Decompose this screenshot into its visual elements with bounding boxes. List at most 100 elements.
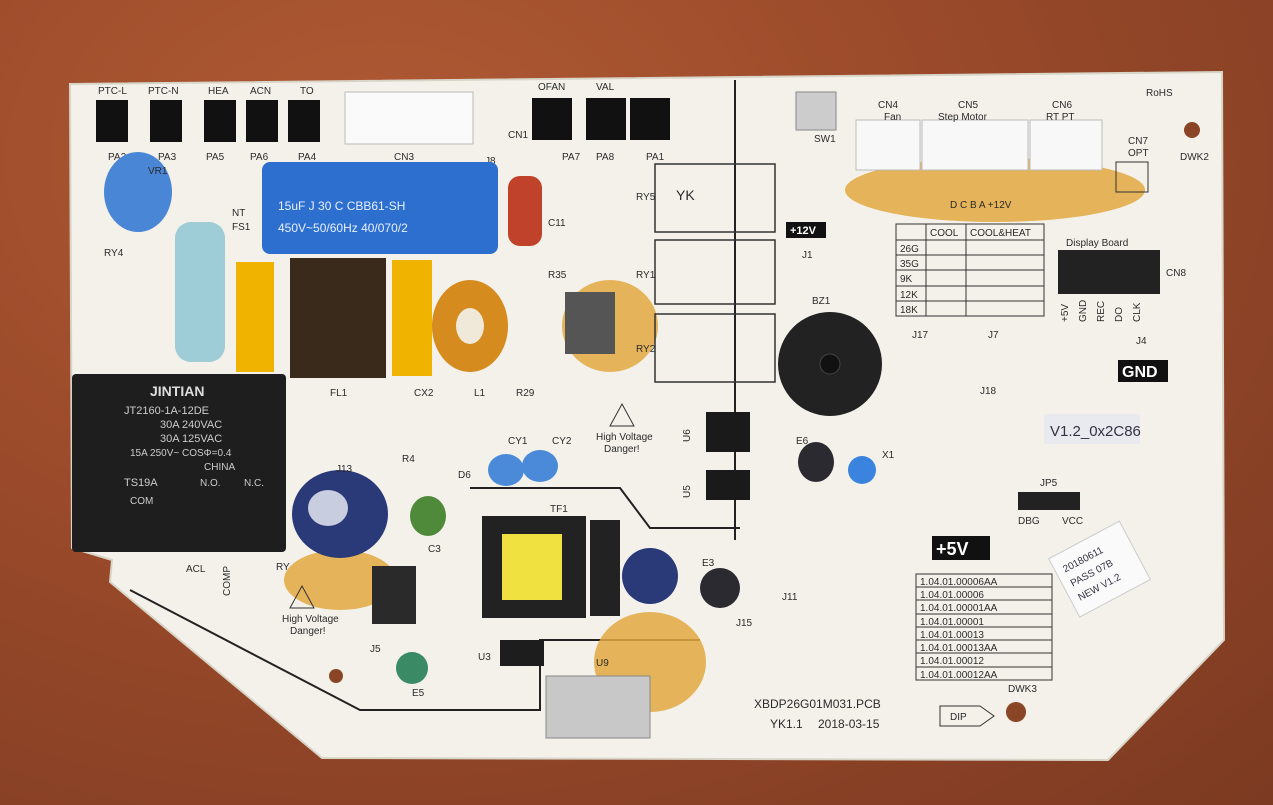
mosfet: [372, 566, 416, 624]
label-dbg: DBG: [1018, 516, 1040, 527]
label-ofan: OFAN: [538, 82, 565, 93]
label-sw1: SW1: [814, 134, 836, 145]
red-capacitor: [508, 176, 542, 246]
label-e3: E3: [702, 558, 715, 569]
label-nt: NT: [232, 208, 245, 219]
label-ptc-n: PTC-N: [148, 86, 179, 97]
config-header-coolheat: COOL&HEAT: [970, 228, 1031, 239]
pcb-revision: YK1.1: [770, 717, 803, 731]
label-d6: D6: [458, 470, 471, 481]
label-r29: R29: [516, 388, 535, 399]
cn8-pin-clk: CLK: [1132, 302, 1143, 322]
label-pa2: PA2: [108, 152, 127, 163]
label-ry4: RY4: [104, 248, 124, 259]
label-u3: U3: [478, 652, 491, 663]
label-jp5: JP5: [1040, 478, 1058, 489]
fuse: [175, 222, 225, 362]
config-row-12k: 12K: [900, 290, 918, 301]
label-yk: YK: [676, 187, 695, 203]
label-cx2: CX2: [414, 388, 434, 399]
relay-no: N.O.: [200, 478, 221, 489]
part-row-8: 1.04.01.00012AA: [920, 670, 998, 681]
label-e6: E6: [796, 436, 809, 447]
label-cy2: CY2: [552, 436, 572, 447]
label-acl: ACL: [186, 564, 206, 575]
label-pa6: PA6: [250, 152, 269, 163]
label-c3: C3: [428, 544, 441, 555]
label-j15: J15: [736, 618, 753, 629]
label-j7: J7: [988, 330, 999, 341]
cn8-connector: [1058, 250, 1160, 294]
label-comp: COMP: [222, 566, 233, 596]
label-j1: J1: [802, 250, 813, 261]
pcb-name: XBDP26G01M031.PCB: [754, 697, 881, 711]
capacitor-e6: [798, 442, 834, 482]
relay-outlines: [654, 163, 776, 383]
relay-code: TS19A: [124, 477, 158, 489]
part-row-6: 1.04.01.00013AA: [920, 643, 998, 654]
trace-line: [470, 487, 740, 529]
label-ry2: RY2: [636, 344, 656, 355]
part-row-4: 1.04.01.00001: [920, 617, 984, 628]
qc-sticker: 20180611 PASS 07B NEW V1.2: [1048, 520, 1152, 618]
label-vcc: VCC: [1062, 516, 1083, 527]
label-dip: DIP: [950, 712, 967, 723]
label-fs1: FS1: [232, 222, 251, 233]
relay-nc: N.C.: [244, 478, 264, 489]
optocoupler-u6: [706, 412, 750, 452]
label-u6: U6: [682, 429, 693, 442]
label-fl1: FL1: [330, 388, 348, 399]
part-row-3: 1.04.01.00001AA: [920, 603, 998, 614]
y-capacitor-1: [488, 454, 524, 486]
label-fan: Fan: [884, 112, 901, 123]
y-capacitor-2: [522, 450, 558, 482]
label-acn: ACN: [250, 86, 271, 97]
config-row-26g: 26G: [900, 244, 919, 255]
part-row-1: 1.04.01.00006AA: [920, 577, 998, 588]
label-j17: J17: [912, 330, 929, 341]
label-cn3: CN3: [394, 152, 414, 163]
label-vr1: VR1: [148, 166, 168, 177]
label-step-motor: Step Motor: [938, 112, 988, 123]
relay-com: COM: [130, 496, 153, 507]
mounting-holes: [329, 122, 1200, 722]
config-header-cool: COOL: [930, 228, 959, 239]
label-j11: J11: [782, 592, 798, 603]
cn8-pin-gnd: GND: [1078, 300, 1089, 322]
relay-origin: CHINA: [204, 462, 235, 473]
label-val: VAL: [596, 82, 615, 93]
varistor: [104, 152, 172, 232]
power-transistor: [565, 292, 615, 354]
plus12v-tag: [786, 222, 826, 238]
relay-brand: JINTIAN: [150, 383, 204, 399]
config-table: [895, 223, 1045, 317]
heatsink-u9: [545, 675, 651, 739]
label-ry1: RY1: [636, 270, 656, 281]
hv-warning-2b: Danger!: [290, 626, 326, 637]
crystal-x1: [848, 456, 876, 484]
label-pa8: PA8: [596, 152, 615, 163]
label-pa3: PA3: [158, 152, 177, 163]
label-dwk3: DWK3: [1008, 684, 1037, 695]
label-u5: U5: [682, 485, 693, 498]
label-ptc-l: PTC-L: [98, 86, 127, 97]
label-r4: R4: [402, 454, 415, 465]
top-connector-row: [96, 98, 670, 142]
plus5v-tag: [932, 536, 990, 560]
config-row-18k: 18K: [900, 305, 918, 316]
label-j13: J13: [336, 464, 353, 475]
label-l1: L1: [474, 388, 486, 399]
capacitor-blue: [622, 548, 678, 604]
relay-model: JT2160-1A-12DE: [124, 405, 209, 417]
jumper-jp5: [1018, 492, 1080, 510]
label-display-board: Display Board: [1066, 238, 1128, 249]
cn8-pin-5v: +5V: [1060, 304, 1071, 322]
label-ry: RY: [276, 562, 290, 573]
label-bz1: BZ1: [812, 296, 831, 307]
capacitor-rating-2: 450V~50/60Hz 40/070/2: [278, 221, 408, 235]
version-sticker: [1044, 414, 1140, 444]
x-capacitor: 15uF J 30 C CBB61-SH 450V~50/60Hz 40/070…: [262, 162, 498, 254]
label-version: V1.2_0x2C86: [1050, 423, 1141, 440]
label-motor-pins: D C B A +12V: [950, 200, 1012, 211]
